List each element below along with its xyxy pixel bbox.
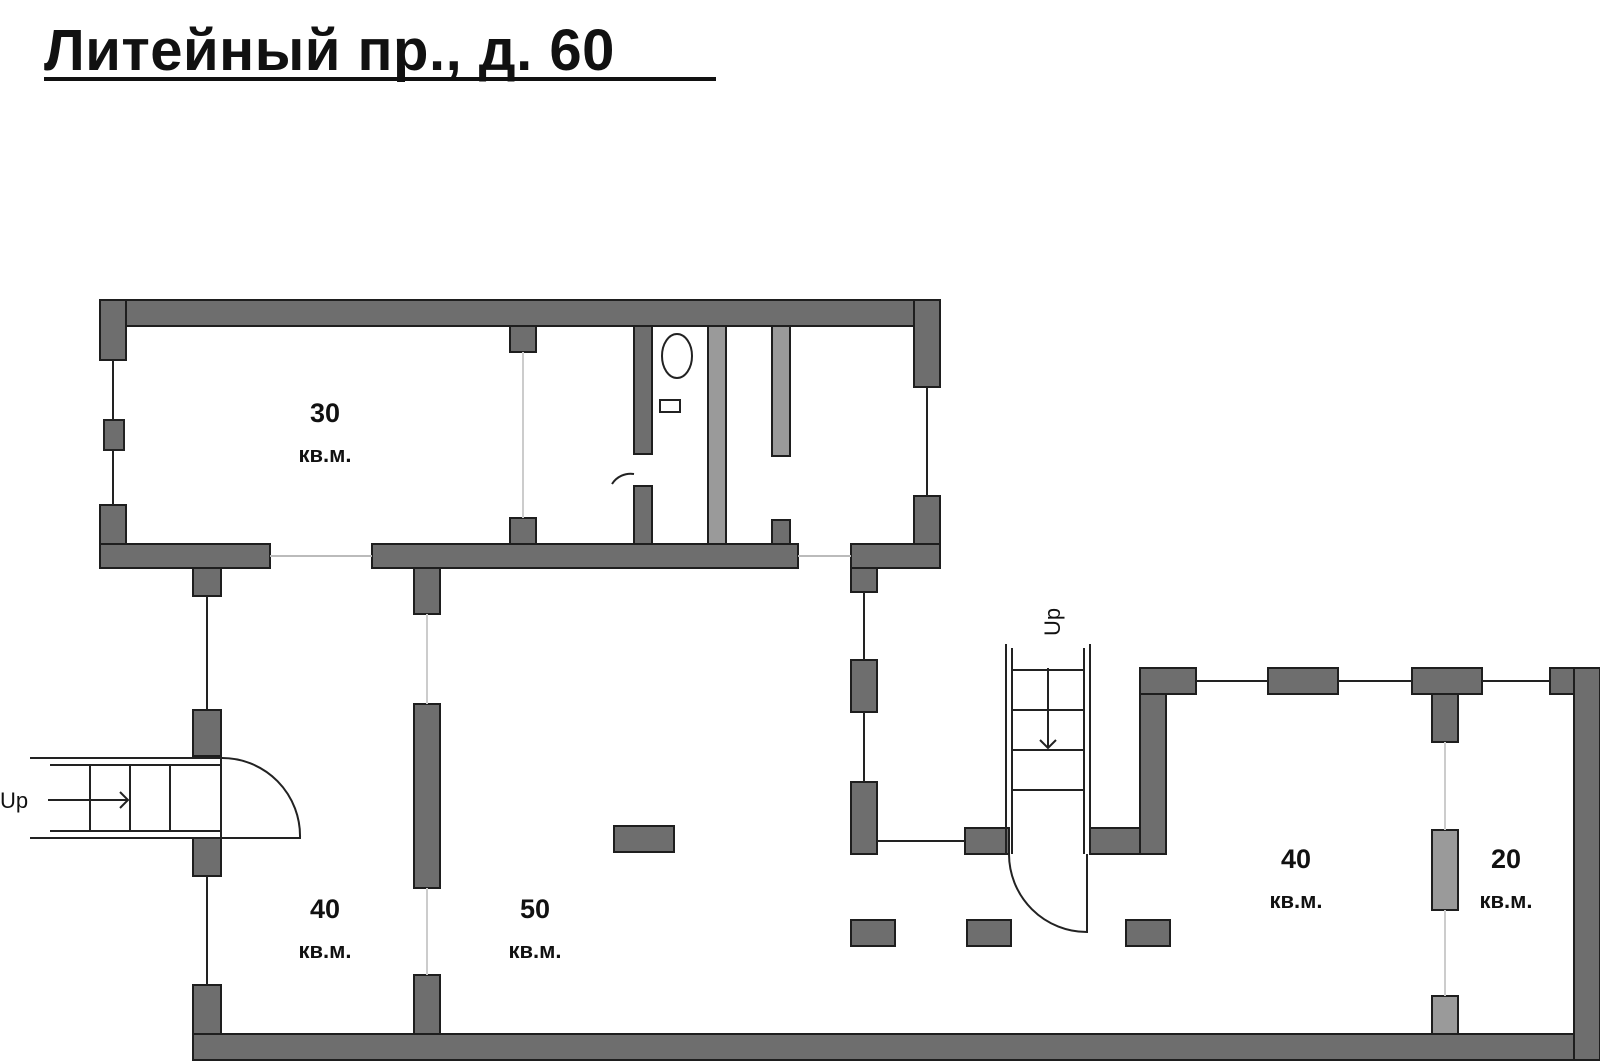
plan-title: Литейный пр., д. 60 xyxy=(44,18,615,83)
title-underline xyxy=(44,77,716,81)
wall-rc-south-pier xyxy=(964,827,1010,855)
pier-left-low xyxy=(192,837,222,877)
room-40-right-unit: кв.м. xyxy=(1269,888,1322,913)
wall-south xyxy=(192,1033,1600,1061)
wc-basin xyxy=(659,399,681,413)
wall-east-wing-pier-2 xyxy=(1411,667,1483,695)
column-3 xyxy=(966,919,1012,947)
wall-rc-top xyxy=(850,567,878,593)
wall-top-south-2 xyxy=(371,543,799,569)
column-1 xyxy=(613,825,675,853)
room-30-area: 30 xyxy=(310,398,340,428)
door-center-swing xyxy=(1008,853,1088,934)
wall-east-wing-east xyxy=(1573,667,1600,1061)
wall-top-south-3 xyxy=(850,543,941,569)
stair-center-up-label: Up xyxy=(1040,608,1065,636)
wall-top-east-upper xyxy=(913,299,941,388)
column-2 xyxy=(850,919,896,947)
room-40-right-area: 40 xyxy=(1281,844,1311,874)
wall-east-wing-nw xyxy=(1139,667,1197,695)
wall-rc-corner xyxy=(850,781,878,855)
room-30-unit: кв.м. xyxy=(298,442,351,467)
openings xyxy=(30,333,1550,996)
partition-mid-center xyxy=(413,703,441,889)
partition-20-top xyxy=(1431,693,1459,743)
window-mullion-west xyxy=(103,419,125,451)
wall-top-north xyxy=(99,299,941,327)
wc-partition-lower xyxy=(633,485,653,545)
wc-toilet xyxy=(661,333,693,379)
room-40-left-unit: кв.м. xyxy=(298,938,351,963)
room-50-unit: кв.м. xyxy=(508,938,561,963)
pier-left-mid xyxy=(192,709,222,757)
pier-left-upper xyxy=(192,567,222,597)
closet-partition-upper xyxy=(771,325,791,457)
wall-top-south-1 xyxy=(99,543,271,569)
corridor-partition xyxy=(707,325,727,545)
room-50-area: 50 xyxy=(520,894,550,924)
wall-stub-b xyxy=(509,517,537,545)
wc-partition-upper xyxy=(633,325,653,455)
room-40-left-area: 40 xyxy=(310,894,340,924)
room-20-unit: кв.м. xyxy=(1479,888,1532,913)
partition-mid-bottom xyxy=(413,974,441,1036)
wall-rc-pier xyxy=(850,659,878,713)
stair-center-arrowhead xyxy=(1039,739,1057,750)
walls xyxy=(99,299,1600,1061)
stair-left-arrowhead xyxy=(119,791,130,809)
partition-20-mid xyxy=(1431,829,1459,911)
wall-east-wing-pier-1 xyxy=(1267,667,1339,695)
stair-left-up-label: Up xyxy=(0,788,28,813)
wall-east-wing-west xyxy=(1139,667,1167,855)
door-left-swing xyxy=(220,756,302,839)
wc-door-swing xyxy=(611,472,635,485)
wall-top-west-upper xyxy=(99,299,127,361)
closet-partition-lower xyxy=(771,519,791,545)
partition-mid-top xyxy=(413,567,441,615)
partition-20-bottom xyxy=(1431,995,1459,1035)
room-20-area: 20 xyxy=(1491,844,1521,874)
wall-stub-a xyxy=(509,325,537,353)
column-4 xyxy=(1125,919,1171,947)
